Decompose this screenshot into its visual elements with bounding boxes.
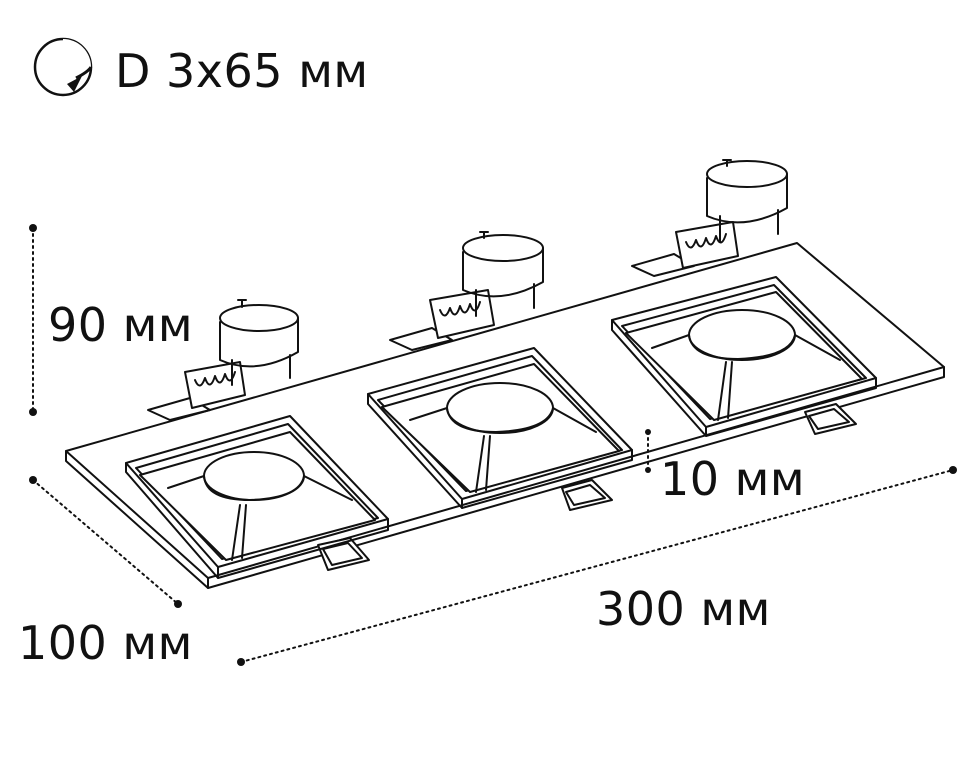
light-module-3 (611, 159, 877, 437)
cutout-diameter-label: D 3x65 мм (115, 44, 369, 98)
depth-dimension-line (32, 479, 179, 605)
length-dimension-line (240, 469, 954, 663)
depth-dimension-label: 100 мм (18, 616, 193, 670)
dimension-lines (32, 227, 954, 663)
length-dimension-label: 300 мм (596, 582, 771, 636)
thickness-dimension-label: 10 мм (660, 452, 806, 506)
height-dimension-label: 90 мм (48, 298, 194, 352)
dimension-points (29, 224, 957, 666)
light-module-2 (367, 231, 633, 511)
light-module-1 (125, 299, 389, 579)
cutout-diameter-icon (33, 37, 93, 97)
